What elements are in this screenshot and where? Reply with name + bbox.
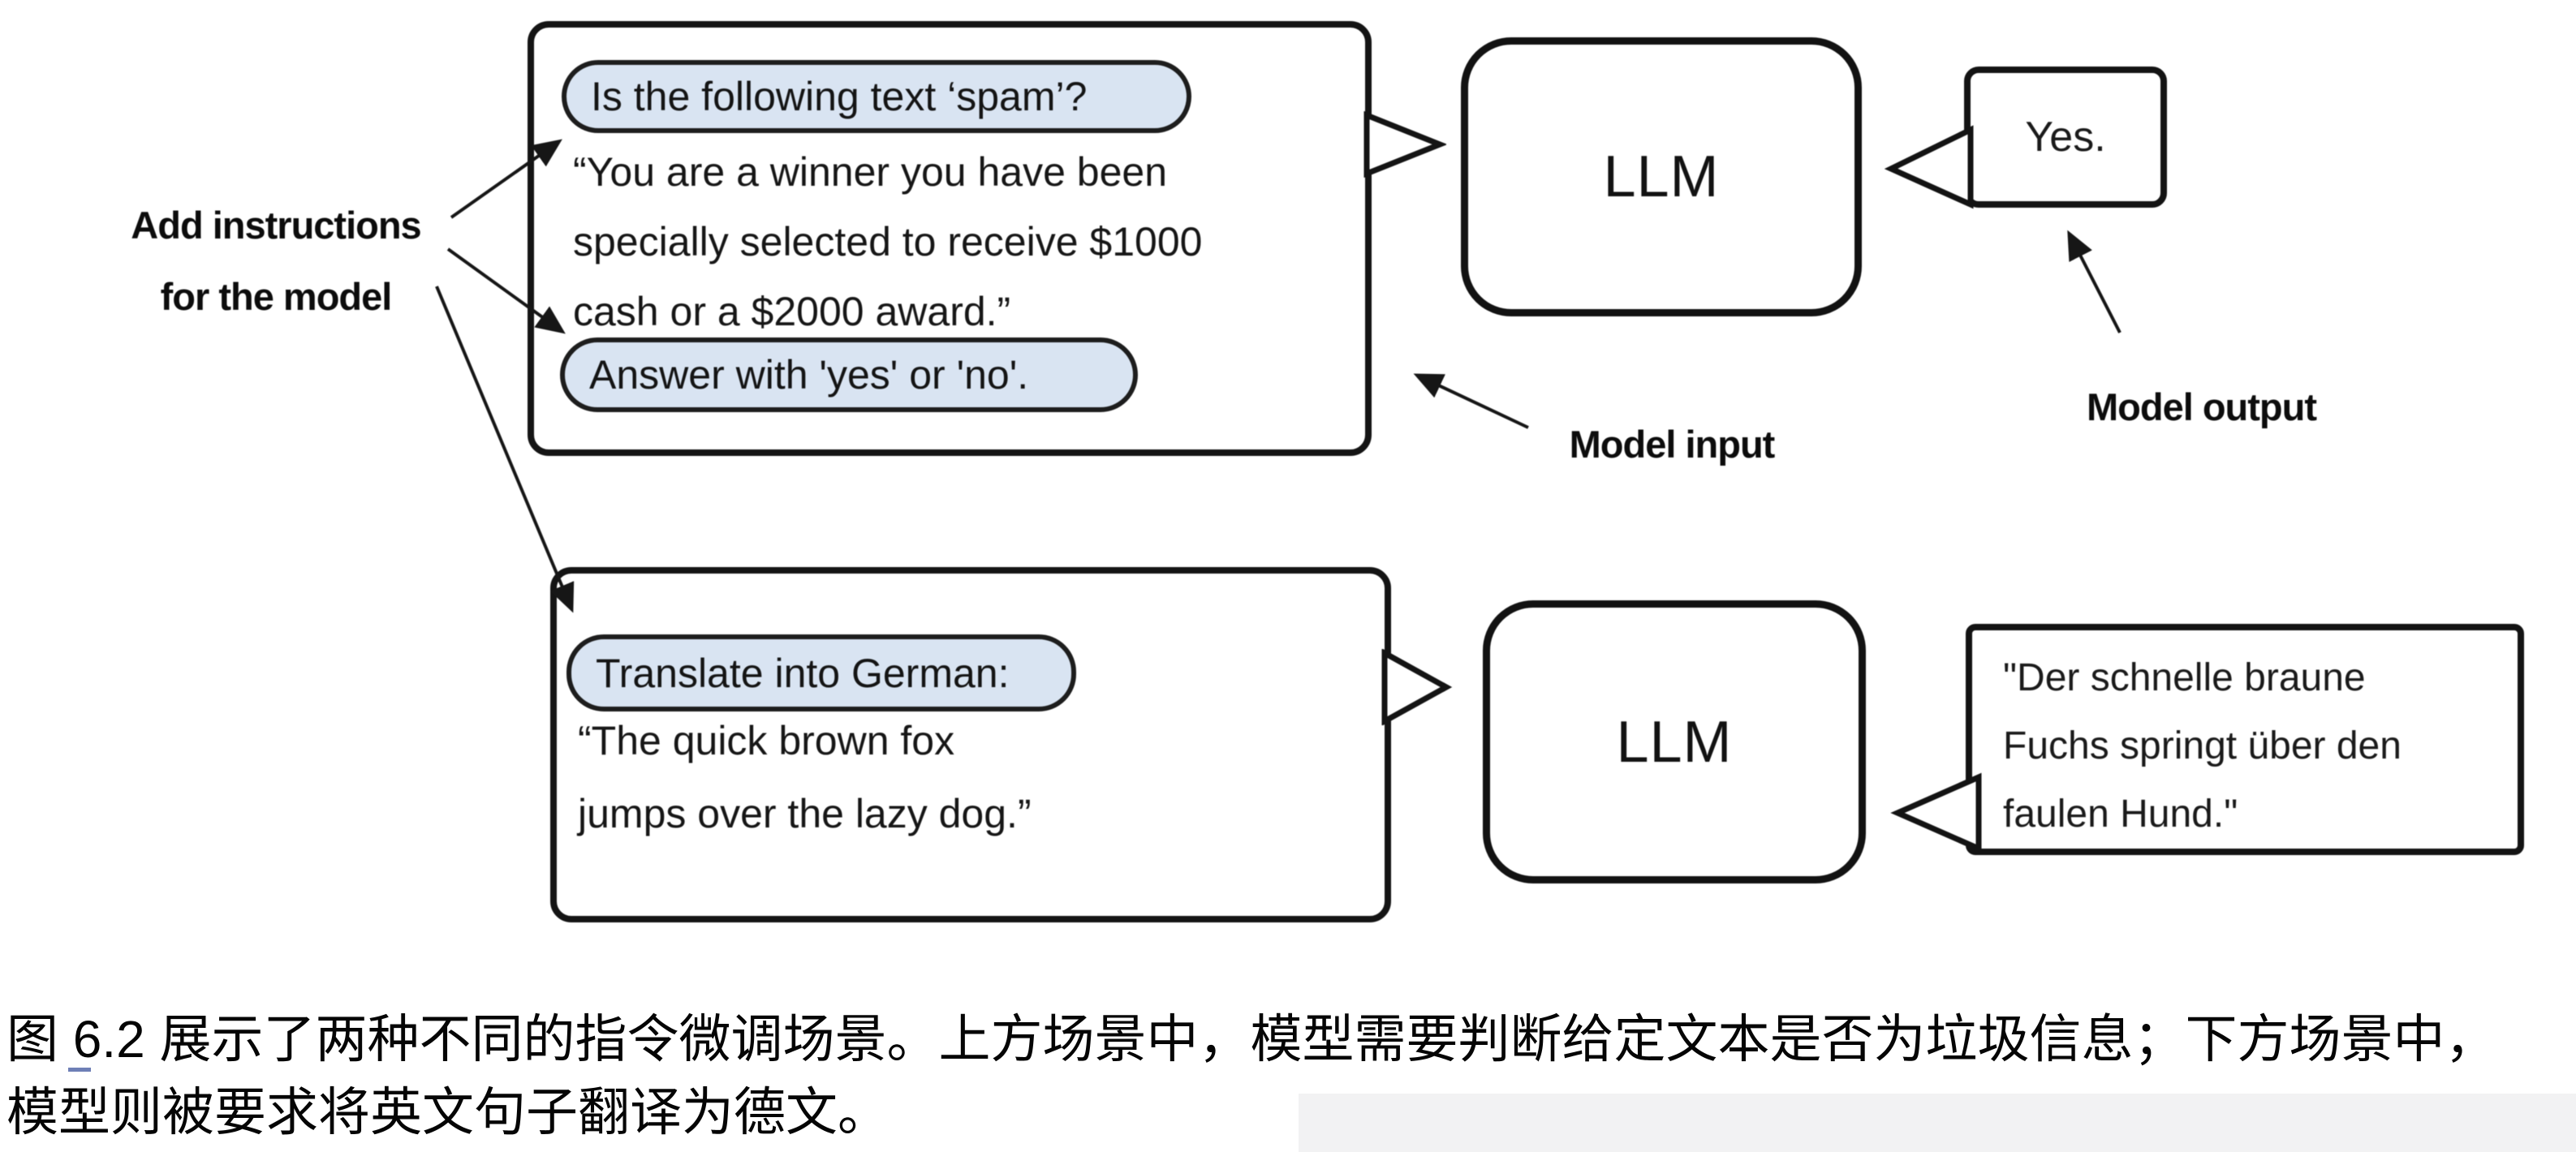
caption-link-underline — [68, 1068, 91, 1072]
spam-output-bubble: Yes. — [1964, 67, 2167, 208]
spam-body-line-2: specially selected to receive $1000 — [573, 219, 1203, 264]
spam-instruction-top-text: Is the following text ‘spam’? — [591, 74, 1088, 119]
label-model-input: Model input — [1569, 423, 1776, 466]
figure-caption: 图 6.2 展示了两种不同的指令微调场景。上方场景中，模型需要判断给定文本是否为… — [6, 1003, 2497, 1149]
arrow-model-input — [1413, 373, 1529, 429]
translate-output-line-1: "Der schnelle braune — [2003, 656, 2366, 699]
translate-output-line-2: Fuchs springt über den — [2003, 724, 2402, 767]
spam-input-box-tail — [1363, 110, 1446, 178]
llm-label: LLM — [1616, 709, 1733, 775]
spam-instruction-pill-bottom: Answer with 'yes' or 'no'. — [560, 337, 1138, 412]
translate-output-bubble — [1966, 624, 2524, 855]
translate-model-input-box — [550, 567, 1391, 922]
translate-body-line-1: “The quick brown fox — [578, 718, 955, 763]
label-model-output: Model output — [2087, 385, 2317, 428]
spam-body-line-3: cash or a $2000 award.” — [573, 289, 1011, 334]
spam-body-line-1: “You are a winner you have been — [573, 149, 1168, 195]
spam-output-bubble-tail — [1884, 125, 1974, 209]
llm-label: LLM — [1603, 144, 1720, 209]
label-add-instructions-line-2: for the model — [160, 275, 393, 318]
translate-output-text: "Der schnelle braune Fuchs springt über … — [2003, 644, 2402, 849]
spam-instruction-pill-top: Is the following text ‘spam’? — [562, 60, 1191, 133]
translate-body-line-2: jumps over the lazy dog.” — [578, 791, 1032, 836]
arrow-model-output — [2067, 230, 2122, 333]
translate-instruction-pill: Translate into German: — [566, 634, 1076, 711]
llm-box-translate: LLM — [1483, 600, 1866, 883]
translate-instruction-text: Translate into German: — [596, 650, 1010, 696]
spam-output-text: Yes. — [2025, 114, 2106, 161]
label-add-instructions-line-1: Add instructions — [131, 204, 421, 247]
llm-box-spam: LLM — [1461, 37, 1862, 316]
spam-instruction-bottom-text: Answer with 'yes' or 'no'. — [589, 352, 1029, 398]
caption-line-2: 模型则被要求将英文句子翻译为德文。 — [6, 1083, 890, 1141]
caption-line-1: 图 6.2 展示了两种不同的指令微调场景。上方场景中，模型需要判断给定文本是否为… — [6, 1010, 2497, 1068]
bottom-right-shade — [1299, 1094, 2576, 1152]
translate-output-line-3: faulen Hund." — [2003, 793, 2238, 836]
label-add-instructions: Add instructions for the model — [114, 190, 438, 333]
